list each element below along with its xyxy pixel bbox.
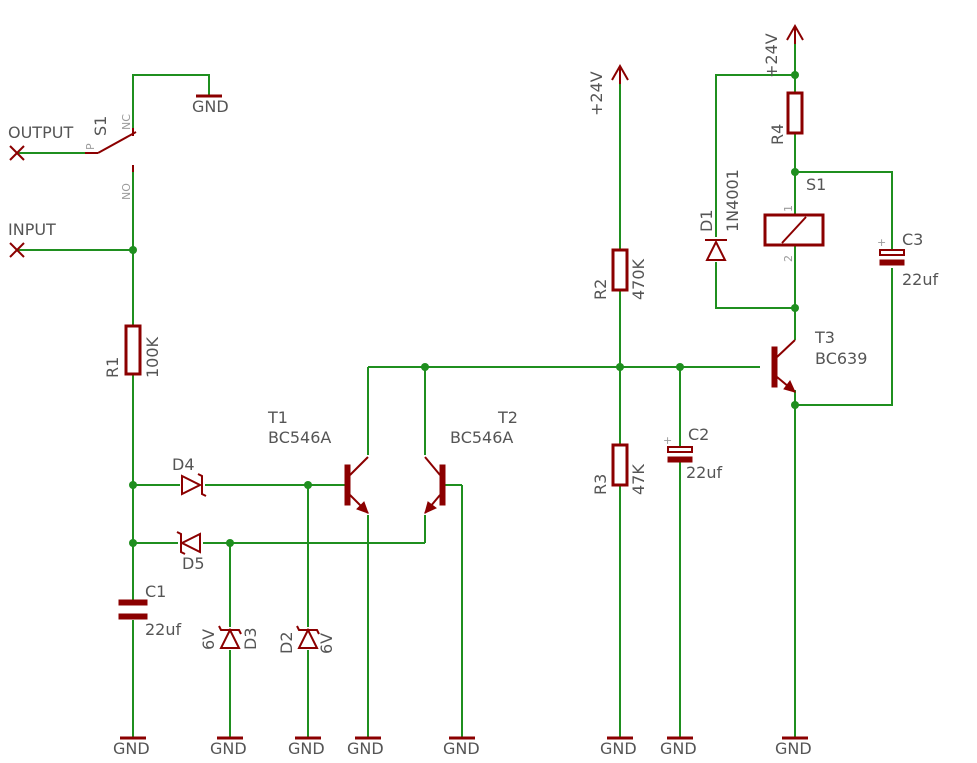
switch-s1-pin-nc: NC <box>120 114 133 130</box>
ground-symbol: GND <box>113 736 150 758</box>
c1-name: C1 <box>145 582 166 601</box>
gnd-symbols: GND GND GND GND GND GND GND GND <box>113 94 812 758</box>
supply-24v-right: +24V <box>762 23 804 78</box>
c2-plus: + <box>663 434 672 447</box>
c3-plus: + <box>877 236 886 249</box>
ground-symbol: GND <box>288 736 325 758</box>
junction-dot <box>226 539 234 547</box>
ground-symbol: GND <box>660 736 697 758</box>
d3-name: D3 <box>241 628 260 651</box>
capacitor-c3: + C3 22uf <box>877 230 939 289</box>
gnd-label: GND <box>347 739 384 758</box>
transistor-t1: T1 BC546A <box>267 408 369 514</box>
c2-name: C2 <box>688 425 709 444</box>
diode-d1: D1 1N4001 <box>697 169 742 261</box>
transistor-t2: T2 BC546A <box>424 408 518 514</box>
d2-name: D2 <box>277 632 296 655</box>
r4-name: R4 <box>768 124 787 145</box>
c3-value: 22uf <box>902 270 939 289</box>
r2-name: R2 <box>591 279 610 300</box>
vcc-label: +24V <box>762 33 781 78</box>
supply-24v-left: +24V <box>587 63 629 116</box>
r3-value: 47K <box>629 464 648 495</box>
ground-symbol: GND <box>443 736 480 758</box>
d3-value: 6V <box>199 629 218 650</box>
c1-value: 22uf <box>145 620 182 639</box>
diode-d3: 6V D3 <box>199 625 260 651</box>
ground-symbol: GND <box>347 736 384 758</box>
wires <box>17 42 893 738</box>
d5-name: D5 <box>182 554 205 573</box>
junction-dot <box>676 363 684 371</box>
gnd-label: GND <box>660 739 697 758</box>
relay-s1: S1 1 2 <box>763 175 826 262</box>
d2-value: 6V <box>317 633 336 654</box>
t2-type: BC546A <box>450 428 513 447</box>
ground-symbol: GND <box>600 736 637 758</box>
diode-d4: D4 <box>172 455 207 497</box>
capacitor-c1: C1 22uf <box>118 582 182 639</box>
d4-name: D4 <box>172 455 195 474</box>
vcc-label: +24V <box>587 71 606 116</box>
gnd-label: GND <box>288 739 325 758</box>
junction-dot <box>791 168 799 176</box>
gnd-label: GND <box>192 97 229 116</box>
gnd-label: GND <box>210 739 247 758</box>
gnd-label: GND <box>775 739 812 758</box>
switch-s1-pin-no: NO <box>120 183 133 200</box>
junction-dot <box>791 401 799 409</box>
resistor-r2: R2 470K <box>591 248 648 300</box>
d1-value: 1N4001 <box>723 169 742 232</box>
c3-name: C3 <box>902 230 923 249</box>
r2-value: 470K <box>629 258 648 300</box>
junction-dot <box>304 481 312 489</box>
transistor-t3: T3 BC639 <box>771 328 867 393</box>
t1-type: BC546A <box>268 428 331 447</box>
c2-value: 22uf <box>686 463 723 482</box>
resistor-r1: R1 100K <box>103 324 162 378</box>
switch-s1-name: S1 <box>91 116 110 136</box>
output-label: OUTPUT <box>8 123 73 142</box>
junction-dot <box>421 363 429 371</box>
input-port: INPUT <box>8 220 56 258</box>
diode-d5: D5 <box>176 531 205 573</box>
r1-value: 100K <box>143 336 162 378</box>
relay-s1-pin2: 2 <box>782 255 795 262</box>
t3-type: BC639 <box>815 349 867 368</box>
t3-name: T3 <box>814 328 835 347</box>
output-port: OUTPUT <box>8 123 73 161</box>
junctions <box>129 71 799 547</box>
capacitor-c2: + C2 22uf <box>663 425 723 482</box>
d1-name: D1 <box>697 210 716 233</box>
gnd-label: GND <box>113 739 150 758</box>
r1-name: R1 <box>103 357 122 378</box>
junction-dot <box>129 539 137 547</box>
diode-d2: D2 6V <box>277 625 336 655</box>
junction-dot <box>791 71 799 79</box>
gnd-label: GND <box>443 739 480 758</box>
switch-s1-pin-p: P <box>84 143 97 150</box>
input-label: INPUT <box>8 220 56 239</box>
gnd-label: GND <box>600 739 637 758</box>
ground-symbol: GND <box>775 736 812 758</box>
switch-s1: S1 P NC NO <box>84 114 137 200</box>
t2-name: T2 <box>497 408 518 427</box>
junction-dot <box>791 304 799 312</box>
resistor-r4: R4 <box>768 91 804 145</box>
relay-s1-pin1: 1 <box>782 205 795 212</box>
ground-symbol: GND <box>210 736 247 758</box>
junction-dot <box>616 363 624 371</box>
ground-symbol: GND <box>192 94 229 116</box>
relay-s1-name: S1 <box>806 175 826 194</box>
junction-dot <box>129 481 137 489</box>
r3-name: R3 <box>591 474 610 495</box>
junction-dot <box>129 246 137 254</box>
t1-name: T1 <box>267 408 288 427</box>
resistor-r3: R3 47K <box>591 443 648 495</box>
